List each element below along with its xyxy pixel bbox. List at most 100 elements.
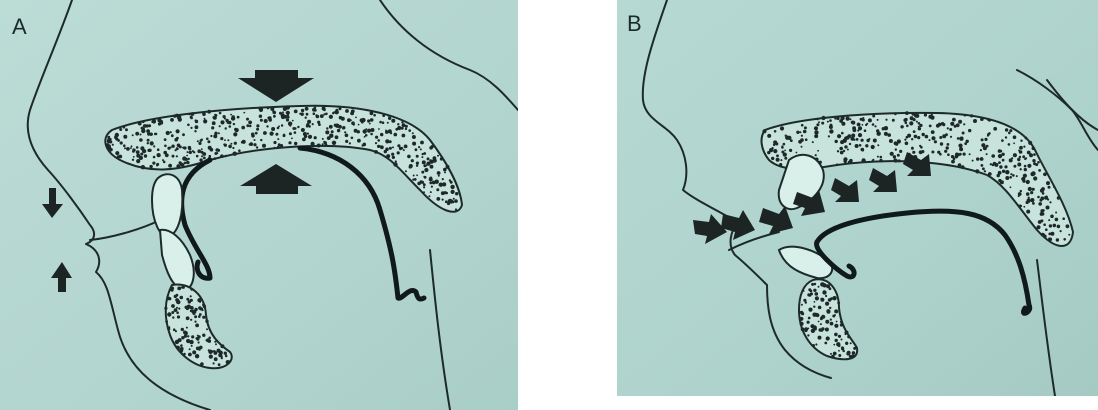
bone-texture-dot	[388, 155, 390, 157]
bone-texture-dot	[950, 122, 954, 126]
bone-texture-dot	[147, 142, 149, 144]
bone-texture-dot	[136, 159, 140, 163]
bone-texture-dot	[189, 340, 193, 344]
bone-texture-dot	[132, 148, 135, 151]
bone-texture-dot	[877, 119, 879, 121]
bone-texture-dot	[783, 143, 786, 146]
bone-texture-dot	[1030, 172, 1034, 176]
bone-texture-dot	[382, 114, 385, 117]
bone-texture-dot	[292, 120, 294, 122]
bone-texture-dot	[294, 127, 296, 129]
bone-texture-dot	[176, 300, 180, 304]
bone-texture-dot	[314, 136, 317, 139]
bone-texture-dot	[1057, 196, 1060, 199]
bone-texture-dot	[190, 299, 193, 302]
bone-texture-dot	[444, 191, 447, 194]
bone-texture-dot	[963, 153, 966, 156]
bone-texture-dot	[832, 315, 835, 318]
panel-label-a: A	[12, 14, 27, 40]
bone-texture-dot	[150, 141, 154, 145]
bone-texture-dot	[131, 145, 133, 147]
bone-texture-dot	[1022, 180, 1025, 183]
bone-texture-dot	[323, 141, 325, 143]
bone-texture-dot	[780, 159, 782, 161]
bone-texture-dot	[420, 141, 424, 145]
bone-texture-dot	[254, 139, 256, 141]
bone-texture-dot	[446, 165, 450, 169]
bone-texture-dot	[453, 198, 455, 200]
bone-texture-dot	[1013, 142, 1015, 144]
bone-texture-dot	[900, 125, 903, 128]
bone-texture-dot	[437, 155, 439, 157]
bone-texture-dot	[181, 328, 184, 331]
bone-texture-dot	[880, 156, 883, 159]
bone-texture-dot	[922, 133, 925, 136]
bone-texture-dot	[267, 107, 270, 110]
bone-texture-dot	[139, 138, 143, 142]
bone-texture-dot	[836, 321, 838, 323]
bone-texture-dot	[186, 155, 188, 157]
bone-texture-dot	[1002, 159, 1005, 162]
bone-texture-dot	[931, 151, 934, 154]
bone-texture-dot	[827, 310, 831, 314]
bone-texture-dot	[263, 131, 267, 135]
bone-texture-dot	[1038, 202, 1042, 206]
bone-texture-dot	[234, 142, 237, 145]
bone-texture-dot	[798, 311, 800, 313]
bone-texture-dot	[991, 154, 995, 158]
bone-texture-dot	[1024, 168, 1027, 171]
bone-texture-dot	[1019, 146, 1023, 150]
bone-texture-dot	[803, 130, 807, 134]
bone-texture-dot	[821, 315, 825, 319]
bone-texture-dot	[249, 125, 252, 128]
bone-texture-dot	[198, 142, 201, 145]
bone-texture-dot	[339, 107, 342, 110]
bone-texture-dot	[259, 115, 262, 118]
bone-texture-dot	[130, 147, 132, 149]
bone-texture-dot	[897, 154, 900, 157]
bone-texture-dot	[999, 165, 1002, 168]
bone-texture-dot	[819, 328, 822, 331]
bone-texture-dot	[201, 155, 203, 157]
bone-texture-dot	[818, 336, 822, 340]
bone-texture-dot	[423, 152, 426, 155]
bone-texture-dot	[374, 150, 378, 154]
bone-texture-dot	[187, 305, 191, 309]
bone-texture-dot	[1020, 190, 1022, 192]
bone-texture-dot	[430, 165, 434, 169]
bone-texture-dot	[1042, 209, 1045, 212]
bone-texture-dot	[828, 298, 832, 302]
bone-texture-dot	[998, 179, 1001, 182]
bone-texture-dot	[187, 335, 189, 337]
bone-texture-dot	[1049, 224, 1052, 227]
bone-texture-dot	[176, 294, 179, 297]
bone-texture-dot	[847, 351, 851, 355]
bone-texture-dot	[815, 292, 819, 296]
bone-texture-dot	[286, 111, 290, 115]
bone-texture-dot	[228, 145, 232, 149]
bone-texture-dot	[823, 283, 827, 287]
bone-texture-dot	[877, 156, 879, 158]
bone-texture-dot	[187, 151, 189, 153]
bone-texture-dot	[191, 112, 195, 116]
bone-texture-dot	[448, 199, 451, 202]
bone-texture-dot	[288, 141, 291, 144]
bone-texture-dot	[237, 116, 240, 119]
bone-texture-dot	[1013, 153, 1017, 157]
bone-texture-dot	[814, 134, 818, 138]
panel-b: B	[617, 0, 1098, 396]
bone-texture-dot	[855, 144, 859, 148]
bone-texture-dot	[163, 161, 166, 164]
bone-texture-dot	[148, 149, 151, 152]
bone-texture-dot	[138, 122, 142, 126]
bone-texture-dot	[199, 158, 202, 161]
bone-texture-dot	[401, 147, 403, 149]
bone-texture-dot	[220, 137, 223, 140]
bone-texture-dot	[198, 341, 200, 343]
bone-texture-dot	[884, 132, 888, 136]
bone-texture-dot	[1046, 196, 1048, 198]
bone-texture-dot	[320, 114, 324, 118]
bone-texture-dot	[200, 308, 203, 311]
bone-texture-dot	[868, 118, 872, 122]
bone-texture-dot	[1053, 186, 1055, 188]
